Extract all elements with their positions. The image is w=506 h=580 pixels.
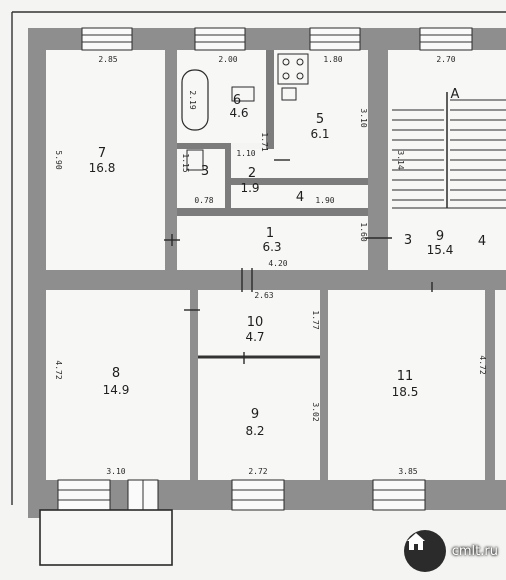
dim-219: 2.19 xyxy=(188,90,197,109)
window-top-4 xyxy=(419,27,473,51)
window-bottom-1 xyxy=(57,479,111,511)
room-6-area: 4.6 xyxy=(229,106,248,120)
room-3-number: 3 xyxy=(201,164,209,179)
balcony xyxy=(39,509,173,566)
room-10-area: 4.7 xyxy=(245,330,264,344)
dim-190: 1.90 xyxy=(315,196,334,205)
dim-302: 3.02 xyxy=(311,402,320,421)
dim-top-200: 2.00 xyxy=(218,55,237,64)
label-3-right: 3 xyxy=(404,233,412,248)
dim-top-285: 2.85 xyxy=(98,55,117,64)
room-7-number: 7 xyxy=(98,146,106,161)
dim-115: 1.15 xyxy=(181,153,190,172)
window-top-2 xyxy=(194,27,246,51)
interior-walls xyxy=(46,50,506,480)
washbasin-icon xyxy=(231,86,255,102)
dim-078: 0.78 xyxy=(194,196,213,205)
room-9-number: 9 xyxy=(251,407,259,422)
dim-top-180: 1.80 xyxy=(323,55,342,64)
dim-160: 1.60 xyxy=(359,222,368,241)
sink-icon xyxy=(281,87,297,101)
room-2-area: 1.9 xyxy=(240,181,259,195)
room-11-area: 18.5 xyxy=(392,385,419,399)
label-4-right: 4 xyxy=(478,234,486,249)
room-1-number: 1 xyxy=(266,226,274,241)
watermark: cmlt.ru xyxy=(403,530,498,572)
dim-bottom-310: 3.10 xyxy=(106,467,125,476)
home-icon xyxy=(403,530,446,572)
dim-bottom-272: 2.72 xyxy=(248,467,267,476)
dim-420: 4.20 xyxy=(268,259,287,268)
window-bottom-3 xyxy=(372,479,426,511)
stair-room-area: 15.4 xyxy=(427,243,454,257)
label-4-mid: 4 xyxy=(296,190,304,205)
dim-314: 3.14 xyxy=(396,150,405,169)
stair-room-number: 9 xyxy=(436,229,444,244)
stair-label: A xyxy=(451,87,460,102)
room-2-number: 2 xyxy=(248,166,256,181)
dim-171: 1.71 xyxy=(260,132,269,151)
room-1-area: 6.3 xyxy=(262,240,281,254)
stove-icon xyxy=(277,53,309,85)
dim-310: 3.10 xyxy=(359,108,368,127)
toilet-icon xyxy=(186,149,204,171)
dim-472-right: 4.72 xyxy=(478,355,487,374)
staircase xyxy=(392,92,506,209)
dim-bottom-385: 3.85 xyxy=(398,467,417,476)
room-7-area: 16.8 xyxy=(89,161,116,175)
window-top-3 xyxy=(309,27,361,51)
windows xyxy=(57,27,473,511)
watermark-text: cmlt.ru xyxy=(451,543,498,559)
window-bottom-2 xyxy=(231,479,285,511)
room-8-area: 14.9 xyxy=(103,383,130,397)
room-5-number: 5 xyxy=(316,112,324,127)
room-labels: 7 16.8 6 4.6 5 6.1 2 1.9 1 6.3 8 14.9 10… xyxy=(89,87,487,438)
dim-top-270: 2.70 xyxy=(436,55,455,64)
balcony-door xyxy=(127,479,159,511)
fixtures xyxy=(181,53,309,171)
dimension-labels: 2.85 2.00 1.80 2.70 5.90 2.19 3.10 3.14 … xyxy=(54,55,487,476)
bathtub-icon xyxy=(181,69,209,131)
window-top-1 xyxy=(81,27,133,51)
dim-110: 1.10 xyxy=(236,149,255,158)
room-10-number: 10 xyxy=(247,315,264,330)
outer-border xyxy=(11,11,506,505)
doors xyxy=(164,159,433,364)
room-11-number: 11 xyxy=(397,369,414,384)
room-6-number: 6 xyxy=(233,93,241,108)
dim-472-left: 4.72 xyxy=(54,360,63,379)
dim-177: 1.77 xyxy=(311,310,320,329)
room-9-area: 8.2 xyxy=(245,424,264,438)
room-fills xyxy=(46,50,506,480)
room-5-area: 6.1 xyxy=(310,127,329,141)
room-8-number: 8 xyxy=(112,366,120,381)
dim-left-590: 5.90 xyxy=(54,150,63,169)
dim-263: 2.63 xyxy=(254,291,273,300)
